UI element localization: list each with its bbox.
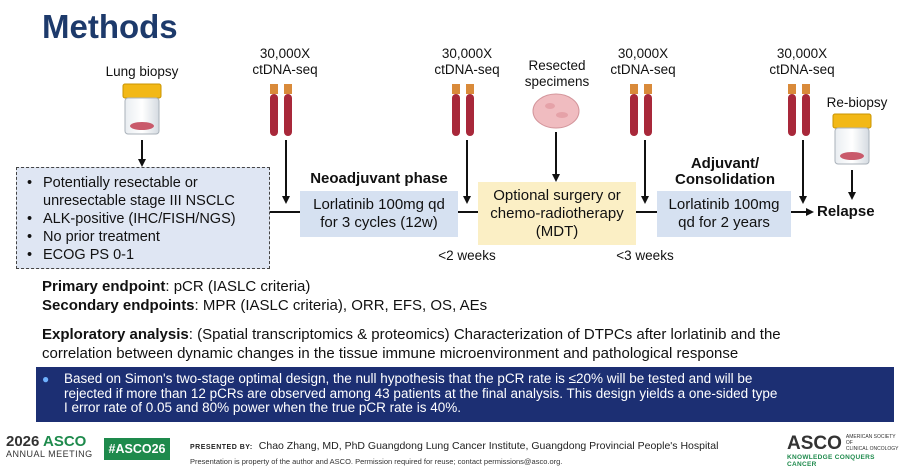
weeks-2-label: <2 weeks [438, 248, 496, 263]
ctdna-depth-1: 30,000X [259, 46, 311, 61]
ctdna-label-1: 30,000X ctDNA-seq [240, 46, 330, 78]
criterion-ecog: ECOG PS 0-1 [27, 246, 261, 264]
asco-meeting-logo: 2026 ASCO ANNUAL MEETING [6, 434, 93, 459]
neoadjuvant-dose: Lorlatinib 100mg qd [313, 196, 445, 213]
rebiopsy-label: Re-biopsy [826, 95, 888, 110]
adjuvant-line-2: Consolidation [675, 171, 775, 188]
hashtag-badge: #ASCO26 [104, 438, 170, 460]
ctdna-seq-1: ctDNA-seq [252, 62, 318, 77]
tissue-specimen-icon [532, 93, 580, 129]
adjuvant-treatment-box: Lorlatinib 100mg qd for 2 years [657, 191, 791, 237]
note-line-2: rejected if more than 12 pCRs are observ… [64, 385, 778, 401]
asco-society-logo: ASCO AMERICAN SOCIETY OF CLINICAL ONCOLO… [787, 434, 899, 468]
inclusion-criteria-box: Potentially resectable or unresectable s… [16, 167, 270, 269]
secondary-endpoints: Secondary endpoints: MPR (IASLC criteria… [42, 296, 487, 315]
presented-by-label: PRESENTED BY: [190, 444, 253, 451]
ctdna-label-2: 30,000X ctDNA-seq [422, 46, 512, 78]
neoadjuvant-duration: for 3 cycles (12w) [320, 214, 438, 231]
surgery-line-1: Optional surgery or [493, 187, 621, 204]
exploratory-text-2: correlation between dynamic changes in t… [42, 345, 739, 362]
ctdna-label-3: 30,000X ctDNA-seq [598, 46, 688, 78]
society-line-2: CLINICAL ONCOLOGY [845, 446, 899, 452]
exploratory-label: Exploratory analysis [42, 326, 189, 343]
lung-biopsy-label: Lung biopsy [105, 64, 179, 79]
resected-specimens-label: Resected specimens [512, 58, 602, 90]
specimen-jar-icon [122, 83, 162, 135]
blood-tubes-icon-4 [788, 84, 810, 136]
adjuvant-dose: Lorlatinib 100mg [668, 196, 780, 213]
presenter-text: Chao Zhang, MD, PhD Guangdong Lung Cance… [258, 440, 719, 452]
disclaimer-text: Presentation is property of the author a… [190, 457, 563, 466]
note-line-3: I error rate of 0.05 and 80% power when … [64, 400, 461, 415]
resected-line-1: Resected [528, 58, 586, 73]
secondary-endpoints-text: : MPR (IASLC criteria), ORR, EFS, OS, AE… [194, 297, 488, 314]
adjuvant-phase-label: Adjuvant/ Consolidation [660, 156, 790, 188]
secondary-endpoints-label: Secondary endpoints [42, 297, 195, 314]
ctdna-seq-2: ctDNA-seq [434, 62, 500, 77]
adjuvant-line-1: Adjuvant/ [690, 155, 760, 172]
asco-wordmark: ASCO [787, 433, 842, 454]
criterion-alk: ALK-positive (IHC/FISH/NGS) [27, 210, 261, 228]
ctdna-depth-2: 30,000X [441, 46, 493, 61]
relapse-label: Relapse [817, 203, 875, 220]
asco-tagline: KNOWLEDGE CONQUERS CANCER [787, 454, 875, 468]
design-note-box: ● Based on Simon's two-stage optimal des… [36, 367, 894, 422]
ctdna-seq-4: ctDNA-seq [769, 62, 835, 77]
primary-endpoint: Primary endpoint: pCR (IASLC criteria) [42, 277, 310, 296]
neoadjuvant-phase-label: Neoadjuvant phase [310, 170, 448, 187]
society-line-1: AMERICAN SOCIETY OF [845, 434, 896, 446]
resected-line-2: specimens [524, 74, 590, 89]
inclusion-list: Potentially resectable or unresectable s… [27, 174, 261, 264]
primary-endpoint-label: Primary endpoint [42, 278, 166, 295]
adjuvant-duration: qd for 2 years [678, 214, 770, 231]
ctdna-depth-3: 30,000X [617, 46, 669, 61]
neoadjuvant-treatment-box: Lorlatinib 100mg qd for 3 cycles (12w) [300, 191, 458, 237]
exploratory-text-1: : (Spatial transcriptomics & proteomics)… [188, 326, 781, 343]
bullet-icon: ● [42, 372, 50, 386]
ctdna-depth-4: 30,000X [776, 46, 828, 61]
weeks-3-label: <3 weeks [616, 248, 674, 263]
criterion-treatment: No prior treatment [27, 228, 261, 246]
surgery-box: Optional surgery or chemo-radiotherapy (… [478, 182, 636, 245]
primary-endpoint-text: : pCR (IASLC criteria) [165, 278, 311, 295]
surgery-line-3: (MDT) [535, 223, 579, 240]
blood-tubes-icon-3 [630, 84, 652, 136]
ctdna-seq-3: ctDNA-seq [610, 62, 676, 77]
note-line-1: Based on Simon's two-stage optimal desig… [64, 371, 753, 386]
presenter-line: PRESENTED BY: Chao Zhang, MD, PhD Guangdo… [190, 440, 718, 452]
criterion-stage: Potentially resectable or unresectable s… [27, 174, 261, 210]
exploratory-analysis: Exploratory analysis: (Spatial transcrip… [42, 325, 902, 363]
annual-meeting-text: ANNUAL MEETING [6, 449, 93, 459]
blood-tubes-icon-2 [452, 84, 474, 136]
blood-tubes-icon-1 [270, 84, 292, 136]
rebiopsy-jar-icon [832, 113, 872, 165]
meeting-year: 2026 [6, 433, 40, 450]
ctdna-label-4: 30,000X ctDNA-seq [757, 46, 847, 78]
meeting-asco: ASCO [43, 433, 87, 450]
surgery-line-2: chemo-radiotherapy [490, 205, 624, 222]
page-title: Methods [42, 8, 178, 45]
